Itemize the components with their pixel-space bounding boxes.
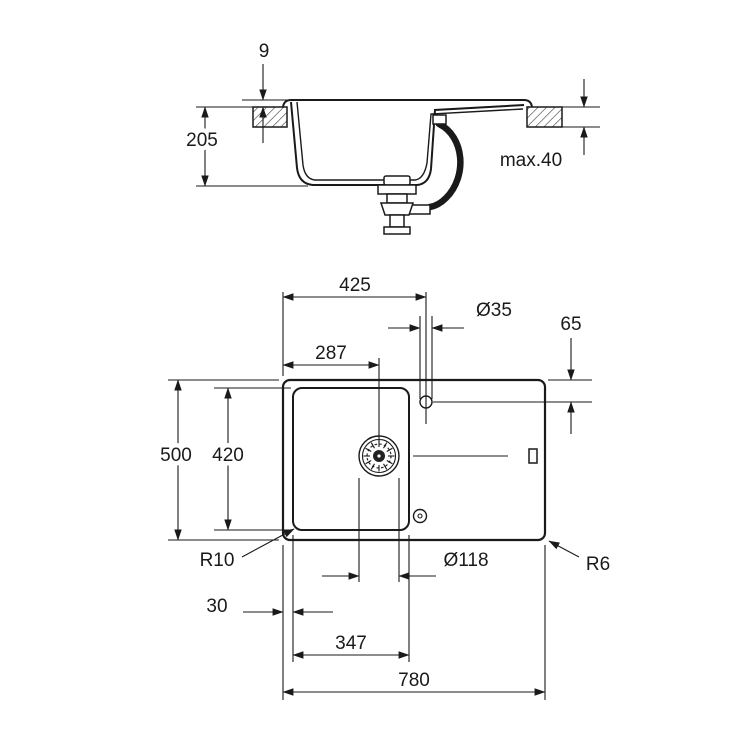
dim-label-bowl-corner-radius: R10 — [200, 550, 235, 571]
drain-outlet — [383, 226, 411, 235]
dim-label-drain-diameter: Ø118 — [443, 550, 488, 571]
overflow-pipe — [426, 120, 464, 211]
drain-tailpipe — [389, 214, 405, 228]
section-view: 9 205 max.40 — [182, 41, 600, 235]
dim-label-left-edge-margin: 30 — [206, 596, 227, 617]
counter-left-section — [252, 106, 288, 128]
dim-label-drain-from-left: 287 — [315, 343, 347, 364]
drain-strainer-section — [383, 175, 411, 186]
dim-label-max-counter-thickness: max.40 — [500, 150, 562, 171]
popup-knob-hole — [412, 508, 428, 524]
dim-label-overall-depth: 500 — [160, 445, 192, 466]
dim-label-faucet-from-left: 425 — [339, 275, 371, 296]
drain-nut — [379, 202, 415, 216]
dim-label-outer-corner-radius: R6 — [586, 554, 610, 575]
dim-label-bowl-inner-depth: 420 — [212, 445, 244, 466]
drain-body — [386, 193, 408, 204]
dim-label-bowl-inner-width: 347 — [335, 633, 367, 654]
bowl-profile-outer — [290, 101, 525, 186]
overflow-connector — [432, 114, 447, 125]
overflow-slot — [528, 448, 538, 464]
dim-label-rim-height: 9 — [259, 41, 270, 62]
plan-view: 425 Ø35 65 287 500 420 R10 R6 — [156, 275, 610, 700]
bowl-outline-plan — [292, 387, 410, 531]
counter-right-section — [526, 106, 563, 128]
popup-knob-center — [417, 513, 423, 519]
dim-label-bowl-depth: 205 — [186, 130, 218, 151]
sink-rim-section — [282, 99, 533, 108]
drain-assembly — [377, 175, 431, 235]
dim-label-overall-width: 780 — [398, 670, 430, 691]
bowl-profile-inner — [296, 101, 524, 181]
sink-outline-plan — [281, 378, 547, 542]
dim-label-faucet-from-top: 65 — [560, 314, 581, 335]
dim-label-faucet-hole-diameter: Ø35 — [476, 300, 512, 321]
drain-flange — [377, 184, 417, 195]
